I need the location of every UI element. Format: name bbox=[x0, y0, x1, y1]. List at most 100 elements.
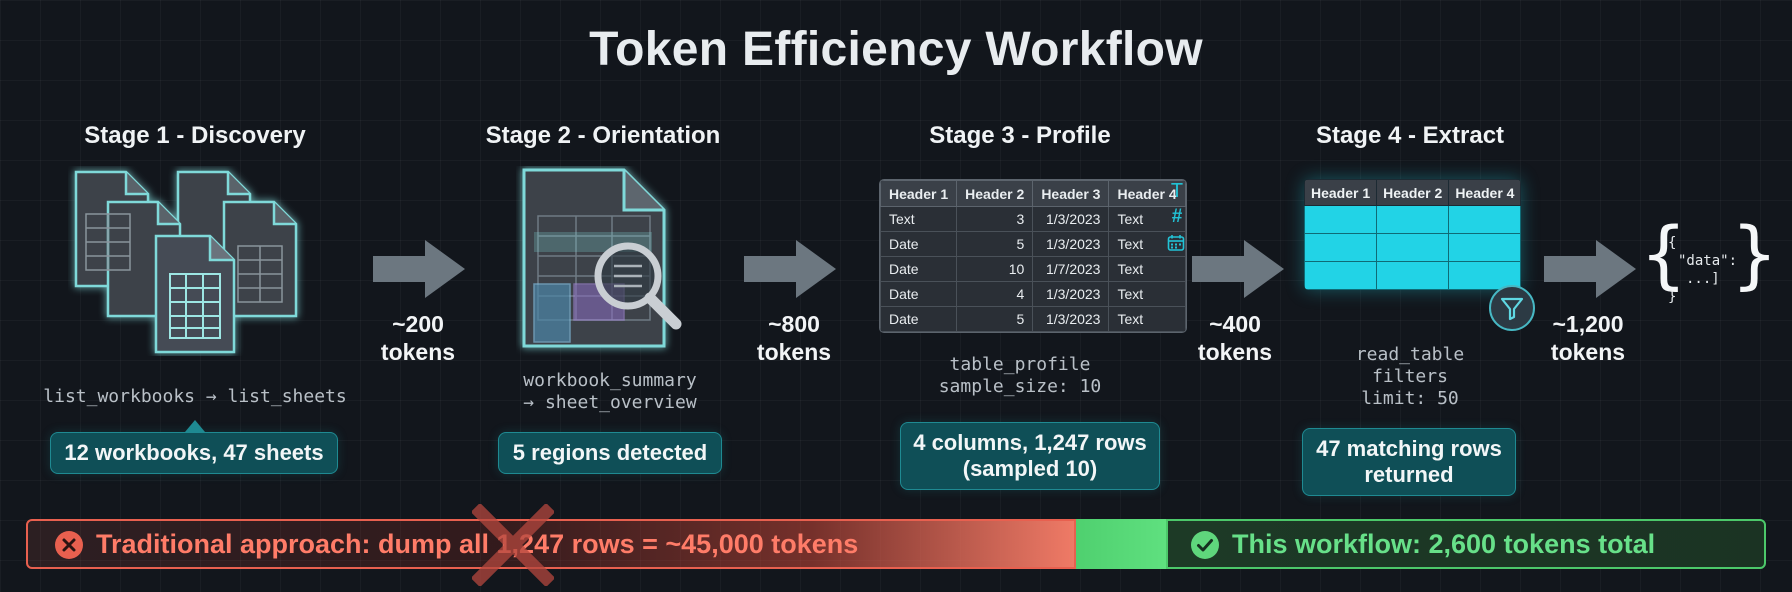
traditional-approach-text: Traditional approach: dump all 1,247 row… bbox=[96, 529, 859, 559]
table-cell: 1/3/2023 bbox=[1032, 231, 1110, 257]
stage-3-tool-calls: table_profile sample_size: 10 bbox=[870, 354, 1170, 398]
table-cell bbox=[1304, 205, 1378, 234]
token-count-1: ~200 tokens bbox=[368, 310, 468, 366]
stage-2-tool-calls: workbook_summary → sheet_overview bbox=[460, 370, 760, 414]
table-row: Text 3 1/3/2023 Text bbox=[879, 206, 1186, 232]
token-unit: tokens bbox=[756, 339, 832, 365]
table-cell: 3 bbox=[956, 206, 1034, 232]
badge-line: returned bbox=[1364, 462, 1454, 487]
table-row bbox=[1304, 205, 1522, 234]
profile-table-wrapper: Header 1 Header 2 Header 3 Header 4 Text… bbox=[879, 179, 1187, 333]
table-cell: Date bbox=[879, 256, 958, 282]
table-cell: Date bbox=[879, 306, 958, 332]
table-row: Date 5 1/3/2023 Text bbox=[879, 231, 1186, 257]
token-amount: ~400 bbox=[1209, 311, 1261, 337]
extract-table: Header 1 Header 2 Header 4 bbox=[1304, 179, 1522, 290]
success-check-circle-icon bbox=[1191, 531, 1219, 559]
json-close-brace: } bbox=[1731, 212, 1779, 298]
table-cell: Text bbox=[1108, 281, 1186, 307]
table-cell: Text bbox=[879, 206, 958, 232]
table-cell bbox=[1376, 261, 1450, 290]
table-cell: Date bbox=[879, 281, 958, 307]
text-type-icon: T bbox=[1170, 180, 1184, 202]
table-cell bbox=[1304, 261, 1378, 290]
workflow-result-bar bbox=[1166, 519, 1766, 569]
table-row bbox=[1304, 261, 1522, 290]
tool-line: → sheet_overview bbox=[523, 392, 697, 413]
table-cell: 4 bbox=[956, 281, 1034, 307]
flow-arrow-2 bbox=[744, 240, 836, 298]
json-line: "data": bbox=[1678, 253, 1738, 269]
flow-arrow-3 bbox=[1192, 240, 1284, 298]
profile-table: Header 1 Header 2 Header 3 Header 4 Text… bbox=[879, 180, 1186, 332]
token-amount: ~200 bbox=[392, 311, 444, 337]
table-cell: Text bbox=[1108, 306, 1186, 332]
table-cell: 1/3/2023 bbox=[1032, 206, 1110, 232]
token-count-4: ~1,200 tokens bbox=[1538, 310, 1638, 366]
workflow-total-text: This workflow: 2,600 tokens total bbox=[1232, 529, 1656, 559]
stage-3-title: Stage 3 - Profile bbox=[929, 122, 1111, 149]
table-cell: 1/3/2023 bbox=[1032, 306, 1110, 332]
json-line: } bbox=[1668, 289, 1677, 305]
stage-3-result-badge: 4 columns, 1,247 rows (sampled 10) bbox=[900, 422, 1160, 490]
tool-line: filters bbox=[1372, 366, 1448, 387]
json-open-brace: { bbox=[1640, 212, 1688, 298]
extract-table-wrapper: Header 1 Header 2 Header 4 bbox=[1304, 179, 1522, 290]
tool-line: read_table bbox=[1355, 344, 1465, 365]
badge-line: (sampled 10) bbox=[962, 456, 1098, 481]
column-header: Header 3 bbox=[1032, 180, 1110, 207]
table-cell: 1/7/2023 bbox=[1032, 256, 1110, 282]
table-cell: Text bbox=[1108, 256, 1186, 282]
token-count-2: ~800 tokens bbox=[744, 310, 844, 366]
table-row bbox=[1304, 233, 1522, 262]
workflow-savings-segment bbox=[1076, 519, 1166, 569]
filter-icon bbox=[1489, 285, 1535, 331]
table-cell bbox=[1376, 233, 1450, 262]
table-cell: 1/3/2023 bbox=[1032, 281, 1110, 307]
badge-pointer bbox=[185, 420, 205, 432]
json-snippet: { "data": ...] } bbox=[1668, 234, 1737, 306]
page-title: Token Efficiency Workflow bbox=[589, 23, 1203, 76]
stage-4-tool-calls: read_table filters limit: 50 bbox=[1260, 344, 1560, 410]
flow-arrow-1 bbox=[373, 240, 465, 298]
sheet-overview-magnifier-icon bbox=[522, 168, 682, 348]
table-cell: 5 bbox=[956, 231, 1034, 257]
tool-line: limit: 50 bbox=[1361, 388, 1459, 409]
token-unit: tokens bbox=[1197, 339, 1273, 365]
column-header: Header 1 bbox=[1304, 179, 1378, 206]
cross-out-x-icon bbox=[472, 504, 554, 586]
workbooks-stack-icon bbox=[74, 170, 298, 354]
column-header: Header 4 bbox=[1108, 180, 1186, 207]
table-cell: 10 bbox=[956, 256, 1034, 282]
json-line: ...] bbox=[1686, 271, 1720, 287]
table-row: Date 10 1/7/2023 Text bbox=[879, 256, 1186, 282]
table-cell: 5 bbox=[956, 306, 1034, 332]
table-cell bbox=[1304, 233, 1378, 262]
date-type-icon bbox=[1167, 235, 1185, 251]
stage-4-title: Stage 4 - Extract bbox=[1315, 122, 1505, 149]
token-count-3: ~400 tokens bbox=[1185, 310, 1285, 366]
tool-line: sample_size: 10 bbox=[938, 376, 1102, 397]
tool-line: workbook_summary bbox=[523, 370, 697, 391]
table-cell bbox=[1376, 205, 1450, 234]
traditional-approach-bar bbox=[26, 519, 1076, 569]
column-header: Header 2 bbox=[956, 180, 1034, 207]
table-row: Date 5 1/3/2023 Text bbox=[879, 306, 1186, 332]
stage-2-result-badge: 5 regions detected bbox=[498, 432, 722, 474]
badge-line: 47 matching rows bbox=[1316, 436, 1502, 461]
column-header: Header 4 bbox=[1448, 179, 1522, 206]
token-unit: tokens bbox=[1550, 339, 1626, 365]
stage-1-title: Stage 1 - Discovery bbox=[84, 122, 306, 149]
column-header: Header 2 bbox=[1376, 179, 1450, 206]
stage-1-tool-calls: list_workbooks → list_sheets bbox=[43, 386, 347, 407]
badge-line: 4 columns, 1,247 rows bbox=[913, 430, 1147, 455]
table-cell: Date bbox=[879, 231, 958, 257]
stage-4-result-badge: 47 matching rows returned bbox=[1302, 428, 1516, 496]
token-unit: tokens bbox=[380, 339, 456, 365]
stage-2-title: Stage 2 - Orientation bbox=[485, 122, 721, 149]
table-row: Date 4 1/3/2023 Text bbox=[879, 281, 1186, 307]
table-cell bbox=[1448, 205, 1522, 234]
number-type-icon: # bbox=[1171, 206, 1183, 227]
column-header: Header 1 bbox=[879, 180, 958, 207]
tool-line: table_profile bbox=[949, 354, 1091, 375]
